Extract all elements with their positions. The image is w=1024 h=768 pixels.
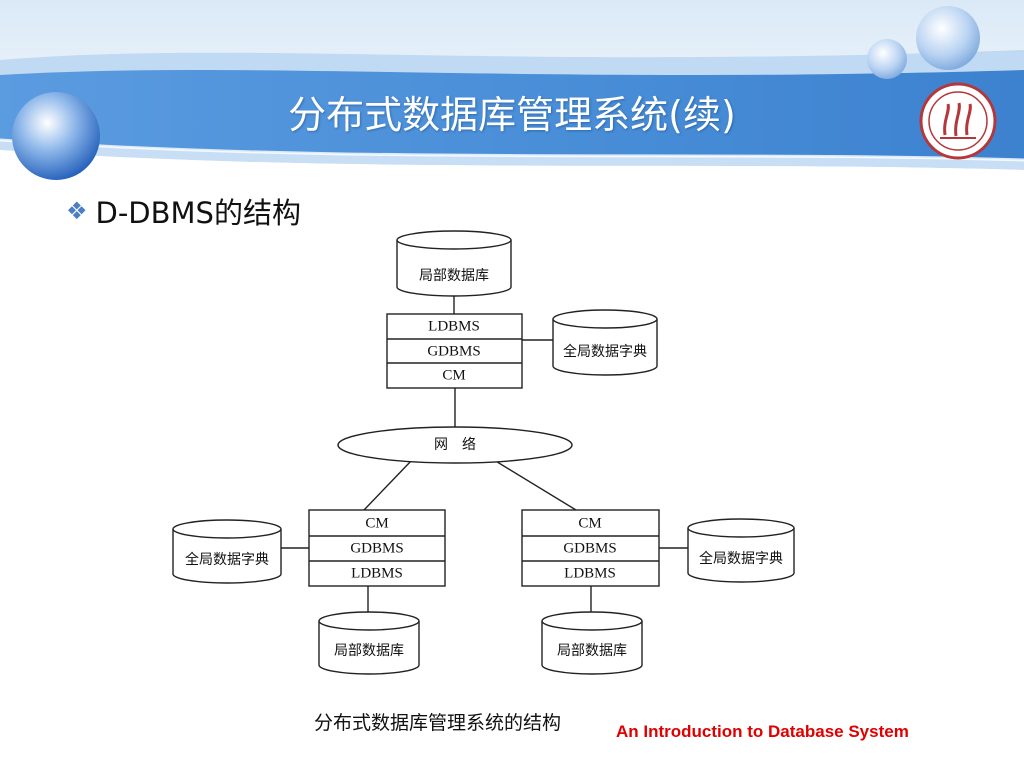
right-local-db-cylinder: [541, 611, 643, 675]
top-stack-layer-2: GDBMS: [427, 343, 480, 359]
left-dbms-stack: [308, 509, 446, 587]
top-local-db-label: 局部数据库: [419, 268, 489, 284]
connector: [493, 459, 577, 511]
network-label: 网 络: [434, 437, 476, 453]
footer-course-title: An Introduction to Database System: [616, 722, 909, 741]
right-global-dict-cylinder: [687, 518, 795, 583]
left-local-db-cylinder: [318, 611, 420, 675]
left-stack-layer-1: CM: [365, 515, 388, 531]
right-dbms-stack: [521, 509, 660, 587]
top-stack-layer-1: LDBMS: [428, 318, 480, 334]
left-global-dict-label: 全局数据字典: [185, 551, 269, 568]
left-stack-layer-3: LDBMS: [351, 565, 403, 581]
top-global-dict-cylinder: [552, 309, 658, 376]
top-global-dict-label: 全局数据字典: [563, 343, 647, 360]
right-global-dict-label: 全局数据字典: [699, 550, 783, 567]
top-stack-layer-3: CM: [442, 367, 465, 383]
left-local-db-label: 局部数据库: [334, 643, 404, 659]
top-local-db-cylinder: [396, 230, 512, 297]
orb-small: [867, 39, 907, 79]
connector: [363, 459, 413, 511]
diagram-caption: 分布式数据库管理系统的结构: [314, 712, 562, 734]
bullet-item: ❖ D-DBMS的结构: [66, 190, 301, 232]
right-stack-layer-3: LDBMS: [564, 565, 616, 581]
diamond-bullet-icon: ❖: [66, 197, 88, 225]
right-stack-layer-1: CM: [578, 515, 601, 531]
orb-right: [916, 6, 980, 70]
right-local-db-label: 局部数据库: [557, 643, 627, 659]
slide-title: 分布式数据库管理系统(续): [288, 93, 736, 137]
right-stack-layer-2: GDBMS: [563, 540, 616, 556]
left-global-dict-cylinder: [172, 519, 282, 584]
left-stack-layer-2: GDBMS: [350, 540, 403, 556]
network-ellipse: [337, 426, 573, 464]
university-seal-logo: [919, 82, 997, 160]
header-banner: [0, 0, 1024, 215]
bullet-text: D-DBMS的结构: [95, 196, 301, 230]
orb-left: [12, 92, 100, 180]
top-dbms-stack: [386, 313, 523, 389]
